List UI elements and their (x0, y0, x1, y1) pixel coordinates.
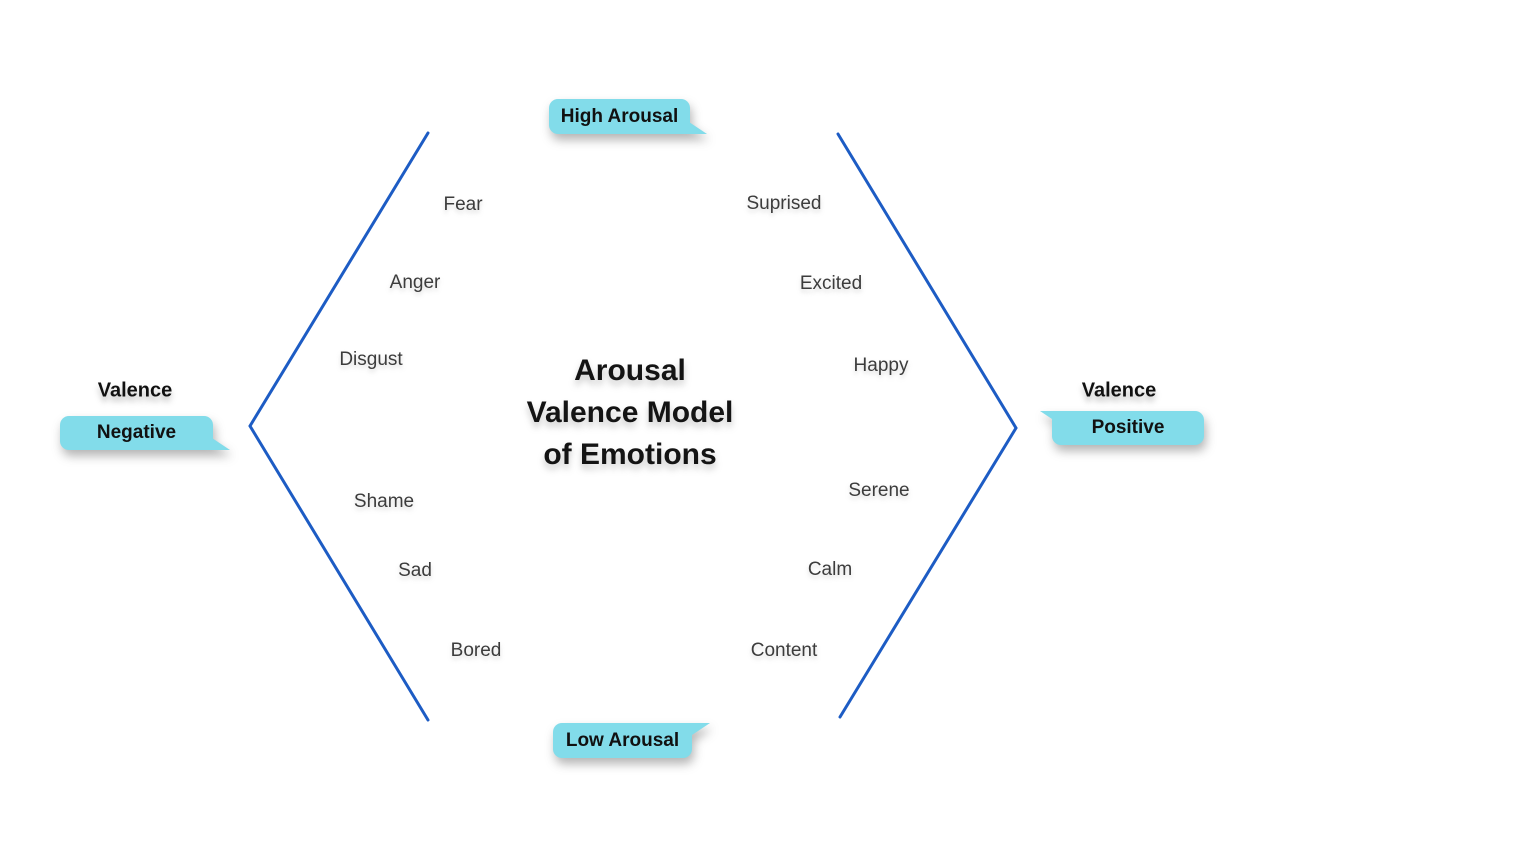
low-arousal-badge: Low Arousal (553, 723, 710, 758)
high-arousal-label: High Arousal (549, 99, 690, 134)
valence-left-heading: Valence (97, 379, 173, 402)
emotion-disgust: Disgust (339, 349, 403, 370)
diagram-title-line2: Valence Model (526, 396, 734, 429)
emotion-suprised: Suprised (746, 193, 822, 214)
emotion-excited: Excited (799, 273, 863, 294)
low-arousal-label: Low Arousal (553, 723, 692, 758)
diagram-title-line1: Arousal (574, 354, 686, 387)
emotion-calm: Calm (807, 559, 853, 580)
emotion-happy: Happy (853, 355, 909, 376)
high-arousal-badge: High Arousal (549, 99, 707, 134)
emotion-serene: Serene (848, 480, 910, 501)
negative-valence-label: Negative (60, 416, 213, 450)
emotion-bored: Bored (450, 640, 502, 661)
emotion-anger: Anger (389, 272, 441, 293)
positive-valence-badge: Positive (1040, 411, 1204, 445)
emotion-sad: Sad (398, 560, 432, 581)
diagram-title: Arousal Valence Model of Emotions (527, 350, 734, 476)
left-chevron-line (248, 131, 430, 722)
emotion-fear: Fear (443, 194, 483, 215)
emotion-content: Content (750, 640, 818, 661)
right-chevron-line (836, 132, 1018, 719)
negative-valence-badge: Negative (60, 416, 230, 450)
positive-valence-label: Positive (1052, 411, 1204, 445)
diagram-title-line3: of Emotions (543, 438, 717, 471)
valence-right-heading: Valence (1081, 379, 1157, 402)
emotion-shame: Shame (353, 491, 415, 512)
